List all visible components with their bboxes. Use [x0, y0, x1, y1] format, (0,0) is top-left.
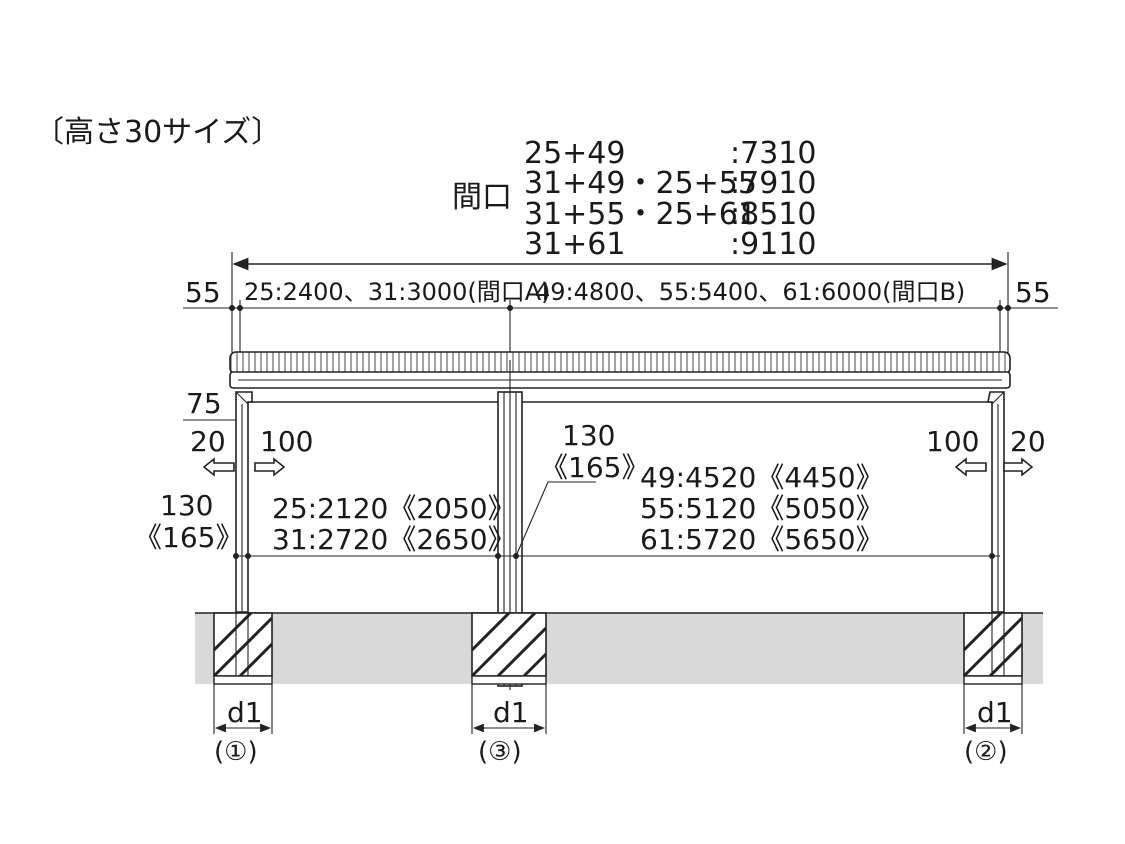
- opening-combo-2: 31+49・25+55: [524, 166, 757, 201]
- post-label-right: (②): [964, 737, 1008, 767]
- dim-right-20: 20: [1010, 425, 1046, 458]
- dim-height-a-2: 31:2720《2650》: [272, 523, 516, 556]
- dim-75: 75: [186, 387, 222, 420]
- d1-left-label: d1: [227, 696, 263, 729]
- opening-value-3: :8510: [730, 197, 816, 232]
- d1-mid-label: d1: [493, 696, 529, 729]
- mid-post-leader: [515, 481, 596, 557]
- dim-left-20: 20: [190, 425, 226, 458]
- dim-left-55: 55: [185, 276, 221, 309]
- post-label-left: (①): [214, 737, 258, 767]
- opening-value-2: :7910: [730, 166, 816, 201]
- opening-label: 間口: [452, 180, 512, 215]
- post-label-middle: (③): [478, 737, 522, 767]
- opening-table: 間口 25+49 :7310 31+49・25+55 :7910 31+55・2…: [452, 136, 816, 262]
- dim-post-left-130: 130: [160, 489, 213, 522]
- dim-height-b-3: 61:5720《5650》: [640, 523, 884, 556]
- height-dot-3: [495, 553, 501, 559]
- span-dot-5: [1005, 305, 1011, 311]
- height-dot-1: [233, 553, 239, 559]
- ground: [195, 613, 1043, 684]
- dim-post-mid-165: 《165》: [540, 451, 649, 484]
- dim-height-b-1: 49:4520《4450》: [640, 461, 884, 494]
- left-post: [235, 391, 253, 613]
- diagram-title: 〔高さ30サイズ〕: [34, 115, 281, 150]
- opening-combo-1: 25+49: [524, 136, 625, 171]
- arrow-right-inward-icon: [954, 457, 987, 477]
- d1-right-dim: d1: [963, 684, 1023, 734]
- height-dot-5: [989, 553, 995, 559]
- roof: [229, 351, 1011, 389]
- d1-right-label: d1: [977, 696, 1013, 729]
- right-post: [987, 391, 1005, 613]
- dim-span-b: 49:4800、55:5400、61:6000(間口B): [535, 278, 965, 306]
- dim-height-a-1: 25:2120《2050》: [272, 492, 516, 525]
- opening-combo-4: 31+61: [524, 227, 625, 262]
- dim-right-55: 55: [1015, 276, 1051, 309]
- dim-post-left-165: 《165》: [134, 521, 243, 554]
- span-dot-1: [229, 305, 235, 311]
- right-footing: [962, 611, 1024, 685]
- dim-post-mid-130: 130: [562, 419, 615, 452]
- dim-height-b-2: 55:5120《5050》: [640, 492, 884, 525]
- arrow-left-inward-icon: [254, 457, 286, 477]
- middle-footing: [470, 611, 548, 685]
- arrow-left-outward-icon: [202, 457, 235, 477]
- opening-value-1: :7310: [730, 136, 816, 171]
- opening-value-4: :9110: [730, 227, 816, 262]
- arrow-right-outward-icon: [1003, 457, 1034, 477]
- dim-left-100: 100: [260, 425, 313, 458]
- left-footing: [212, 611, 274, 685]
- opening-combo-3: 31+55・25+61: [524, 197, 757, 232]
- height-dot-2: [245, 553, 251, 559]
- d1-left-dim: d1: [213, 684, 273, 734]
- dim-right-100: 100: [926, 425, 979, 458]
- d1-mid-dim: d1: [471, 684, 547, 734]
- dim-span-a: 25:2400、31:3000(間口A): [244, 278, 551, 306]
